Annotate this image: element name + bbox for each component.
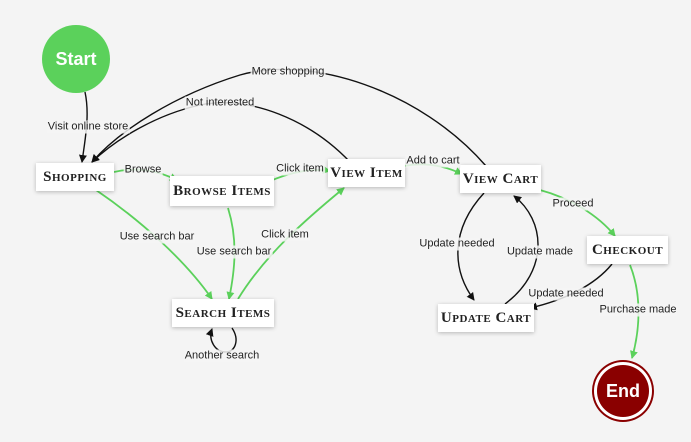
edge-use-search-bar-1 (95, 189, 213, 300)
shopping-node: Shopping (36, 163, 114, 191)
update-cart-node: Update Cart (438, 304, 534, 332)
edge-more-shopping (91, 68, 487, 167)
search-items-node: Search Items (172, 299, 274, 327)
edge-label-visit-online-store: Visit online store (46, 120, 130, 134)
edge-label-click-item-2: Click item (260, 228, 310, 242)
edge-label-proceed: Proceed (551, 197, 595, 211)
edge-update-needed-2 (529, 263, 613, 311)
edge-label-another-search: Another search (183, 349, 261, 363)
edge-label-add-to-cart: Add to cart (405, 154, 461, 168)
edge-label-not-interested: Not interested (184, 96, 256, 110)
view-cart-node: View Cart (460, 165, 541, 193)
edge-label-use-search-bar-1: Use search bar (118, 230, 196, 244)
edge-label-update-made: Update made (505, 245, 575, 259)
end-node: End (594, 362, 652, 420)
edge-not-interested (91, 102, 351, 163)
edge-label-browse: Browse (123, 163, 163, 177)
checkout-node: Checkout (587, 236, 668, 264)
edge-label-purchase-made: Purchase made (598, 303, 678, 317)
edge-another-search (205, 327, 237, 353)
edge-label-click-item-1: Click item (275, 162, 325, 176)
start-node: Start (42, 25, 110, 93)
edge-label-update-needed-1: Update needed (418, 237, 496, 251)
edge-label-more-shopping: More shopping (250, 65, 326, 79)
browse-items-node: Browse Items (170, 176, 274, 206)
edge-label-update-needed-2: Update needed (527, 287, 605, 301)
view-item-node: View Item (328, 159, 405, 187)
edge-label-use-search-bar-2: Use search bar (195, 245, 273, 259)
